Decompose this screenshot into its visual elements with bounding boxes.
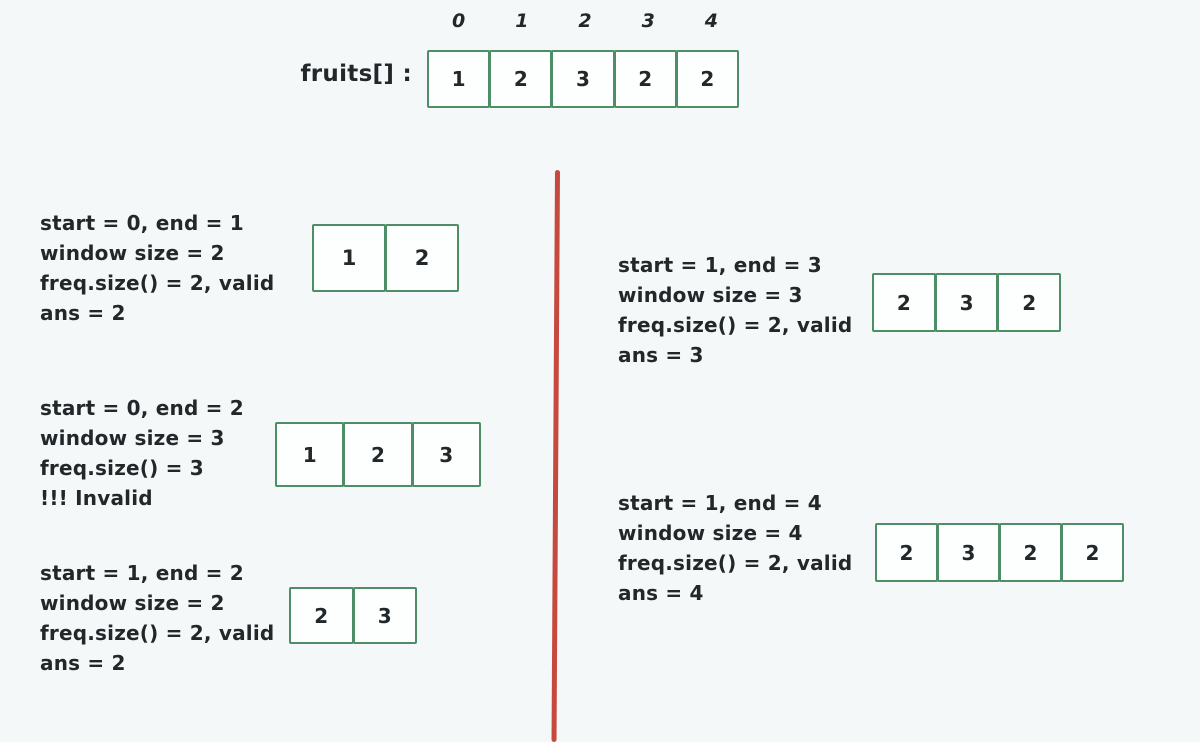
array-index-row: 0 1 2 3 4 (427, 10, 743, 32)
array-index-label: 3 (641, 10, 655, 32)
window-cell: 1 (312, 224, 386, 292)
note-line: freq.size() = 2, valid (618, 313, 853, 337)
note-line: start = 1, end = 4 (618, 491, 822, 515)
array-index-label: 2 (578, 10, 592, 32)
note-line: start = 0, end = 2 (40, 396, 244, 420)
note-line: ans = 2 (40, 651, 126, 675)
note-line: ans = 4 (618, 581, 704, 605)
window-cell: 2 (1061, 523, 1124, 582)
window-cell: 2 (997, 273, 1062, 332)
note-line: freq.size() = 2, valid (40, 271, 275, 295)
window-row-left-3: 2 3 (289, 587, 417, 644)
window-cell: 2 (872, 273, 936, 332)
window-cell: 2 (343, 422, 413, 487)
step-note-left-1: start = 0, end = 1 window size = 2 freq.… (40, 208, 274, 328)
window-row-left-1: 1 2 (312, 224, 459, 292)
window-cell: 2 (289, 587, 354, 644)
note-line: ans = 2 (40, 301, 126, 325)
array-cell: 2 (489, 50, 553, 108)
window-cell: 2 (875, 523, 938, 582)
step-note-right-1: start = 1, end = 3 window size = 3 freq.… (618, 250, 852, 370)
window-cell: 1 (275, 422, 345, 487)
array-index-label: 4 (704, 10, 719, 32)
array-index-label: 1 (515, 10, 529, 32)
window-row-right-2: 2 3 2 2 (875, 523, 1124, 582)
note-line: window size = 4 (618, 521, 803, 545)
divider-line (551, 169, 560, 742)
note-line: window size = 2 (40, 241, 225, 265)
window-cell: 2 (385, 224, 459, 292)
window-cell: 3 (934, 273, 999, 332)
window-row-right-1: 2 3 2 (872, 273, 1062, 332)
note-line: freq.size() = 3 (40, 456, 204, 480)
window-cell: 2 (999, 523, 1062, 582)
window-cell: 3 (937, 523, 1000, 582)
array-cell: 1 (427, 50, 491, 108)
window-cell: 3 (411, 422, 481, 487)
fruits-array-label: fruits[] : (300, 61, 412, 87)
array-cell: 2 (675, 50, 739, 108)
note-line: freq.size() = 2, valid (618, 551, 853, 575)
note-line: window size = 3 (40, 426, 225, 450)
window-row-left-2: 1 2 3 (275, 422, 481, 487)
note-line: window size = 2 (40, 591, 225, 615)
window-cell: 3 (352, 587, 417, 644)
step-note-left-3: start = 1, end = 2 window size = 2 freq.… (40, 558, 274, 678)
step-note-right-2: start = 1, end = 4 window size = 4 freq.… (618, 488, 852, 608)
array-cell: 3 (551, 50, 615, 108)
step-note-left-2: start = 0, end = 2 window size = 3 freq.… (40, 393, 244, 513)
note-line: ans = 3 (618, 343, 704, 367)
note-line: start = 0, end = 1 (40, 211, 244, 235)
note-line: freq.size() = 2, valid (40, 621, 275, 645)
array-cell: 2 (613, 50, 677, 108)
note-line: window size = 3 (618, 283, 803, 307)
fruits-array: 1 2 3 2 2 (427, 50, 739, 108)
note-line: !!! Invalid (40, 486, 153, 510)
note-line: start = 1, end = 2 (40, 561, 244, 585)
note-line: start = 1, end = 3 (618, 253, 822, 277)
array-index-label: 0 (451, 10, 466, 32)
